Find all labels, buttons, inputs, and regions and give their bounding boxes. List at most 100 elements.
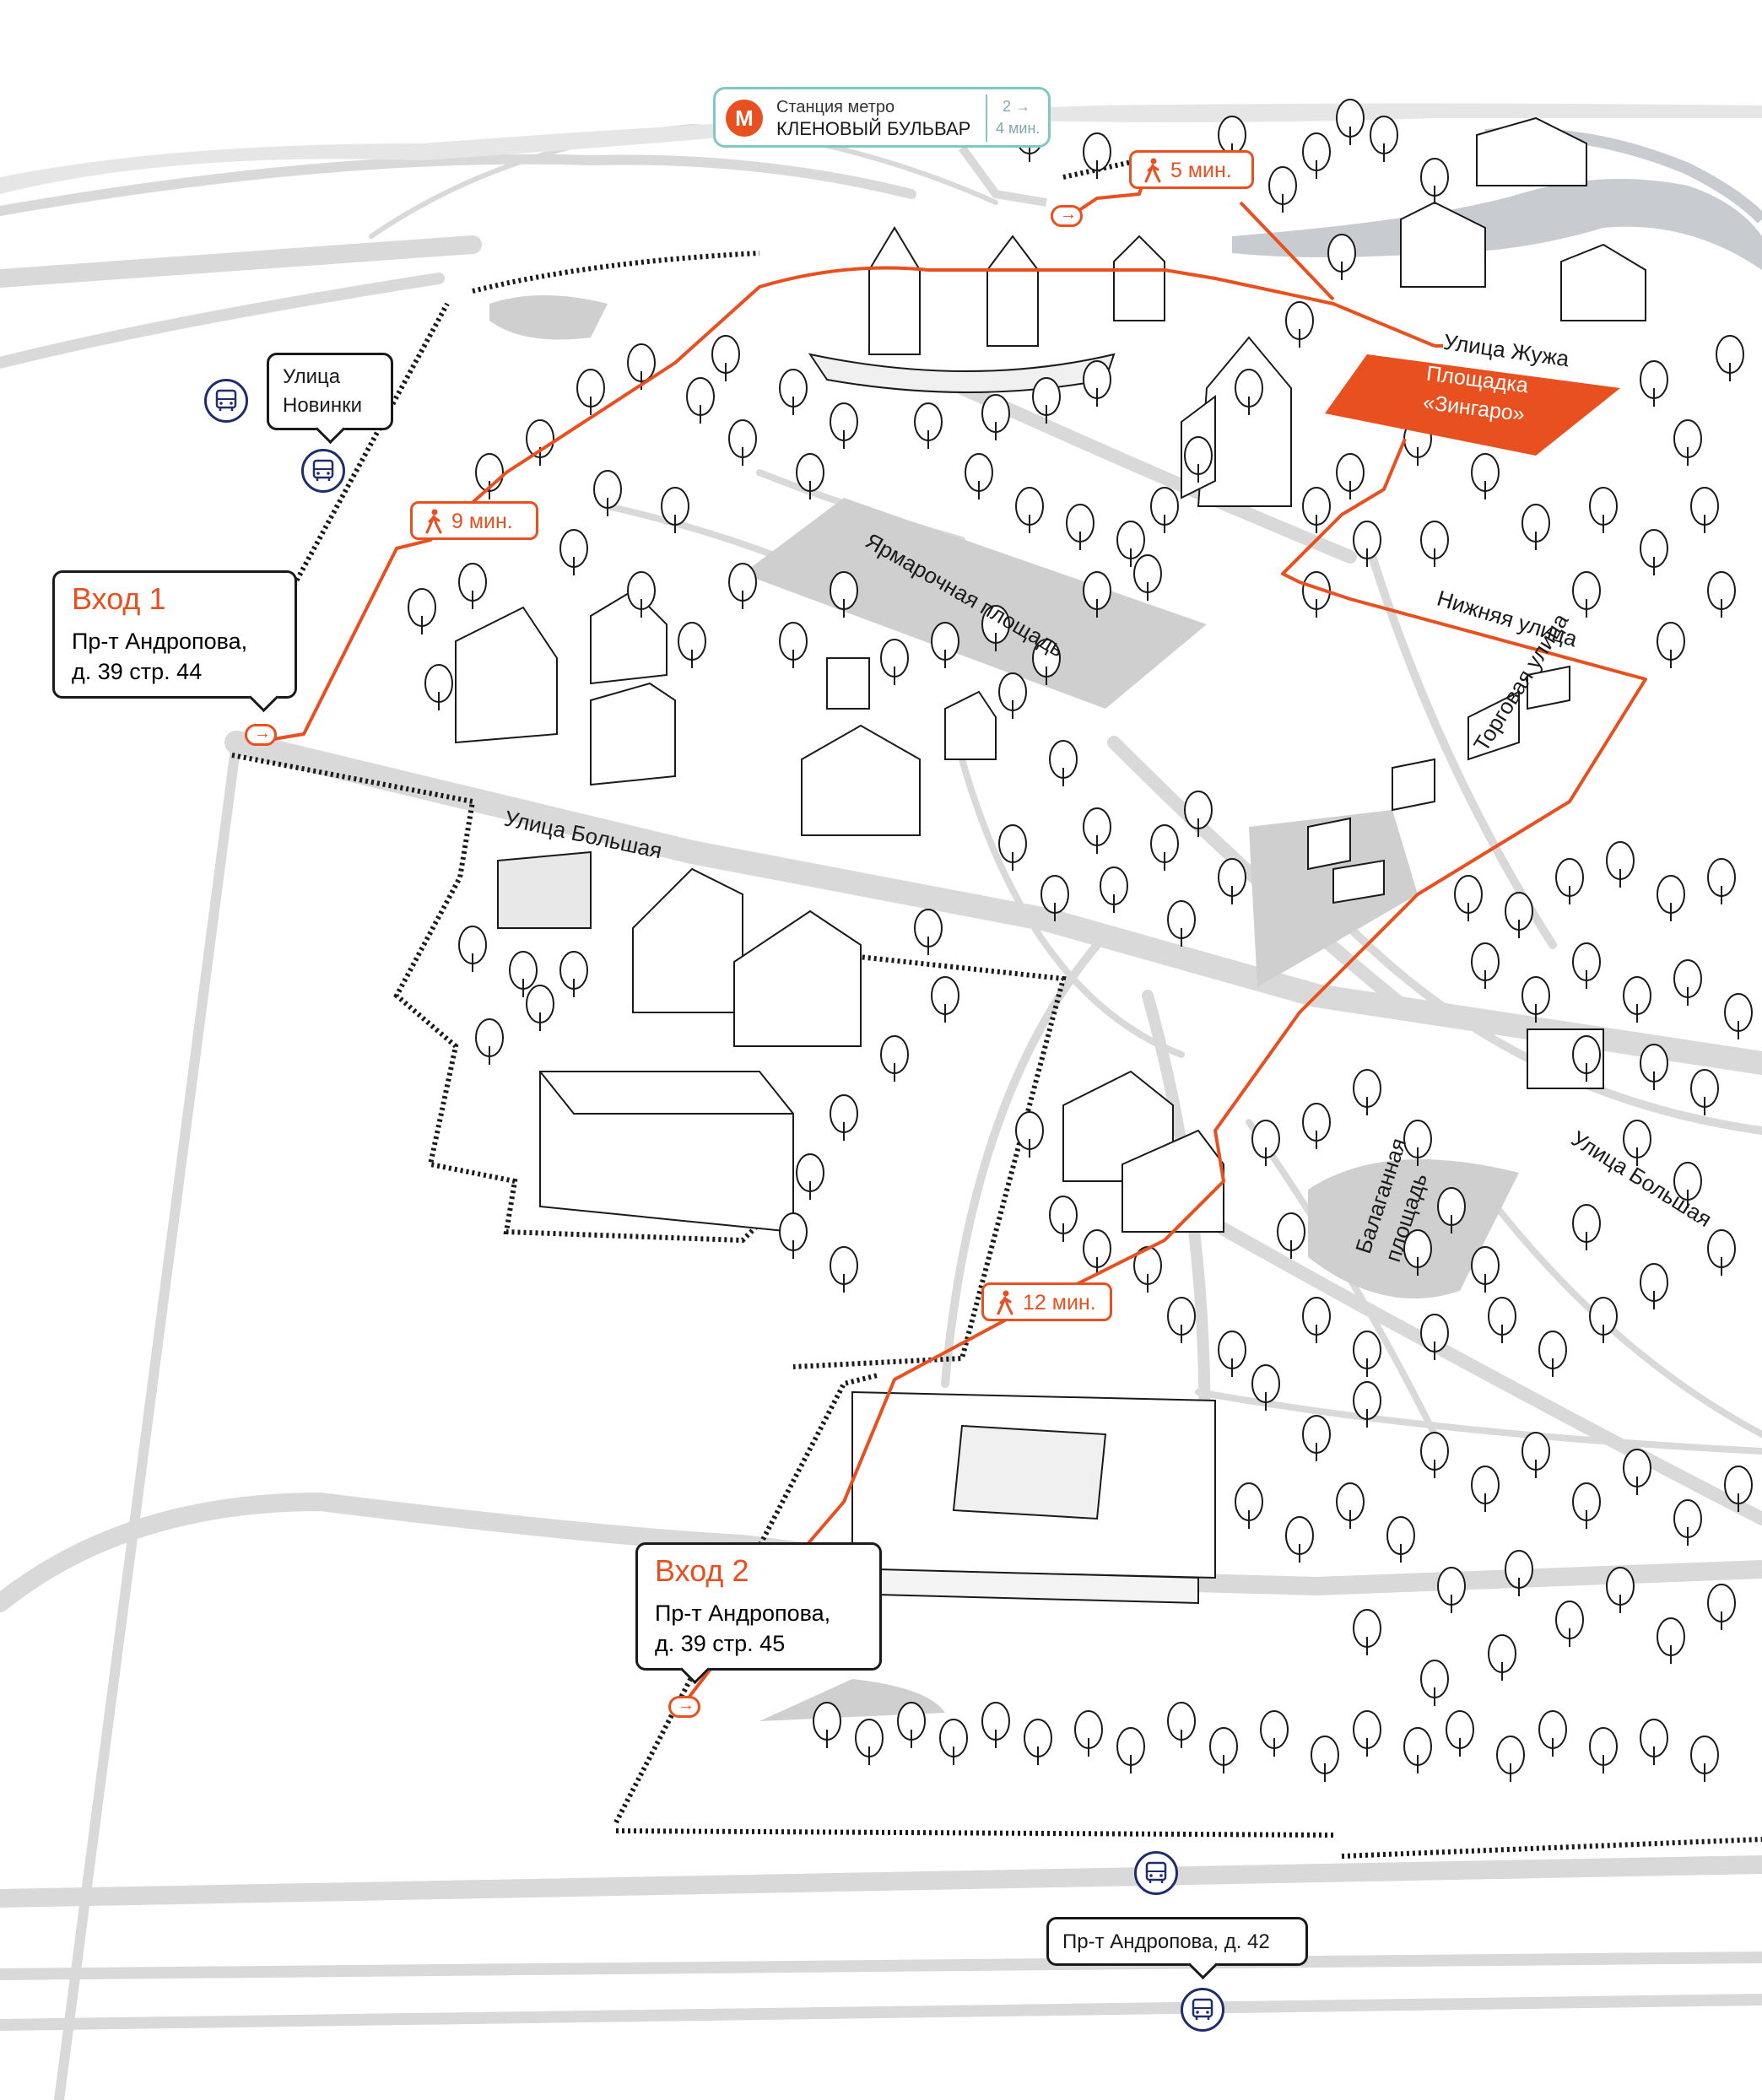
entrance-2-callout[interactable]: Вход 2 Пр-т Андропова, д. 39 стр. 45 xyxy=(635,1542,882,1685)
tree xyxy=(1657,622,1685,668)
bus-stop-andropova-callout[interactable]: Пр-т Андропова, д. 42 xyxy=(1046,1917,1308,1980)
manor-houses xyxy=(497,850,862,1047)
tree xyxy=(1572,1204,1601,1250)
tree xyxy=(509,951,538,997)
walk-time-5: 5 мин. xyxy=(1129,150,1254,189)
tree xyxy=(1716,335,1744,381)
venue-zingaro[interactable] xyxy=(1325,354,1620,456)
tree xyxy=(1707,1229,1736,1276)
tree xyxy=(1707,1584,1736,1630)
tree xyxy=(1032,377,1061,424)
tree xyxy=(998,672,1027,719)
tree xyxy=(1184,436,1213,483)
tree xyxy=(1260,1710,1289,1757)
tree xyxy=(1589,1297,1618,1343)
bus-stop-novinki-line2: Новинки xyxy=(283,394,362,417)
tree xyxy=(1083,360,1111,407)
walk-time-12-label: 12 мин. xyxy=(1023,1291,1096,1315)
tree xyxy=(1623,1449,1651,1495)
tree xyxy=(1403,1727,1432,1773)
tree xyxy=(526,985,554,1031)
tree xyxy=(1538,1331,1567,1377)
tree xyxy=(779,369,808,415)
tree xyxy=(1446,1710,1474,1757)
tree xyxy=(1235,1482,1263,1529)
entrance-1-callout[interactable]: Вход 1 Пр-т Андропова, д. 39 стр. 44 xyxy=(52,570,297,713)
tree xyxy=(1488,1634,1516,1681)
metro-divider xyxy=(986,94,987,142)
tree xyxy=(1209,1727,1238,1773)
pedestrian-icon xyxy=(1144,158,1161,183)
pedestrian-icon xyxy=(425,509,442,534)
buildings xyxy=(455,116,1646,1629)
tree xyxy=(1116,521,1145,567)
tree xyxy=(1336,99,1365,145)
tree xyxy=(1353,1331,1381,1377)
tree xyxy=(1623,976,1651,1023)
entrance-arrow-icon[interactable]: → xyxy=(245,724,277,746)
tree xyxy=(1353,1069,1381,1115)
tree xyxy=(1218,858,1246,904)
tree xyxy=(1589,1727,1618,1773)
tree xyxy=(1167,1702,1196,1748)
tree xyxy=(1403,1229,1432,1276)
entrance-2-address-line2: д. 39 стр. 45 xyxy=(655,1631,786,1656)
walk-time-9-label: 9 мин. xyxy=(451,510,513,533)
entrance-arrow-icon[interactable]: → xyxy=(668,1696,700,1718)
tree xyxy=(1589,487,1618,533)
tree xyxy=(855,1719,884,1765)
tree xyxy=(1049,740,1078,786)
tree xyxy=(796,453,824,499)
tree xyxy=(779,622,808,668)
village-houses xyxy=(1400,116,1646,321)
pedestrian-icon xyxy=(997,1290,1013,1315)
metro-station-box[interactable]: М Станция метро КЛЕНОВЫЙ БУЛЬВАР 2 → 4 м… xyxy=(713,87,1051,148)
tree xyxy=(965,453,993,499)
tree xyxy=(1555,1601,1584,1647)
tree xyxy=(475,1018,504,1065)
tree xyxy=(1302,571,1331,618)
tree xyxy=(1471,453,1500,499)
tree xyxy=(1623,1120,1651,1166)
tree xyxy=(1690,1736,1719,1782)
tree xyxy=(627,571,656,618)
tree xyxy=(1690,1069,1719,1115)
tree xyxy=(1133,554,1162,601)
tree xyxy=(1521,504,1550,550)
tree xyxy=(576,369,605,415)
tree xyxy=(1640,1263,1668,1309)
church-complex xyxy=(808,226,1165,393)
bus-icon xyxy=(301,449,345,493)
tree xyxy=(880,1035,909,1082)
tree xyxy=(1496,1736,1525,1782)
tree xyxy=(931,976,959,1023)
tree xyxy=(1437,1187,1466,1234)
trees xyxy=(408,99,1753,1782)
tree xyxy=(1640,360,1668,407)
tree xyxy=(1327,234,1356,280)
tree xyxy=(1353,1710,1381,1757)
tree xyxy=(1386,1516,1415,1563)
tree xyxy=(475,453,504,499)
tree xyxy=(914,909,943,955)
entrance-1-address-line1: Пр-т Андропова, xyxy=(72,629,248,654)
tree xyxy=(1302,132,1331,179)
tree xyxy=(1724,1466,1753,1512)
tree xyxy=(1454,875,1483,921)
tree xyxy=(1311,1736,1339,1782)
tree xyxy=(1420,1660,1449,1706)
entrance-arrow-icon[interactable]: → xyxy=(1051,205,1083,227)
metro-exit-number: 2 → xyxy=(1003,98,1031,115)
tree xyxy=(1353,521,1381,567)
tree xyxy=(593,470,622,516)
bus-stop-novinki-callout[interactable]: Улица Новинки xyxy=(267,353,393,445)
river xyxy=(1232,179,1762,270)
tree xyxy=(627,343,656,390)
tree xyxy=(1040,875,1069,921)
tree xyxy=(1640,529,1668,575)
tree xyxy=(1471,1466,1500,1512)
tree xyxy=(1302,1297,1331,1343)
tree xyxy=(998,824,1027,871)
tree xyxy=(830,1246,858,1293)
